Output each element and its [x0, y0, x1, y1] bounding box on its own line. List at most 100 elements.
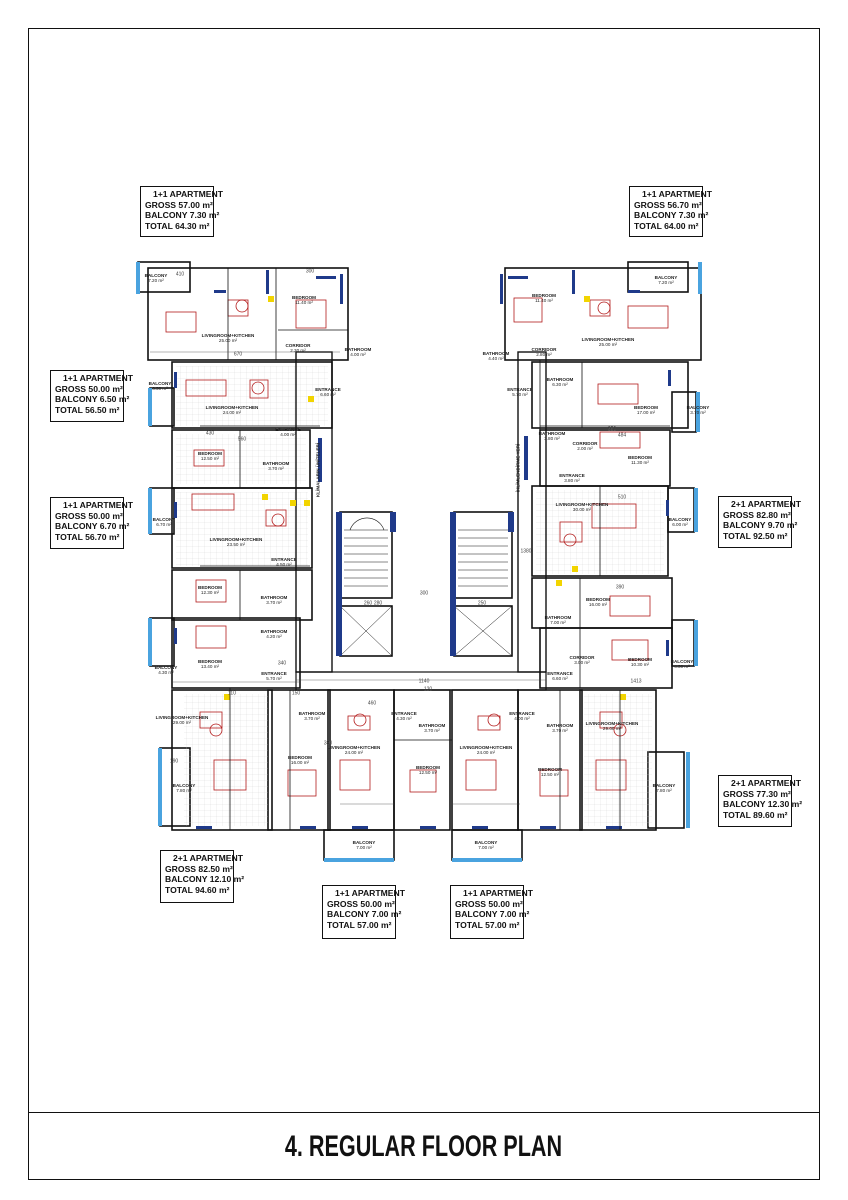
room-name: BALCONY: [148, 381, 172, 386]
window-bar: [524, 436, 528, 480]
dimension-label: 300: [419, 590, 429, 597]
window-bar: [508, 512, 514, 532]
dining-table: [563, 533, 577, 547]
apartment-wall: [147, 267, 349, 361]
room-area: 25.00 m²: [598, 342, 618, 347]
furniture: [339, 759, 371, 791]
dimension-label: 510: [617, 494, 627, 501]
room-name: ENTRANCE: [275, 427, 301, 432]
room-area: 7.80 m²: [176, 788, 192, 793]
room-area: 24.00 m²: [222, 410, 242, 415]
room-name: BEDROOM: [198, 585, 222, 590]
balcony-glass: [148, 488, 152, 534]
room-name: BEDROOM: [586, 597, 610, 602]
dimension-label: 410: [175, 271, 185, 278]
fixture: [290, 500, 296, 506]
room-area: 6.50 m²: [152, 386, 168, 391]
window: [540, 826, 556, 829]
dining-table: [487, 713, 501, 727]
shaft-label: KLİMALARIN ÜNİTELERİ: [315, 442, 321, 498]
room-name: BALCONY: [668, 517, 692, 522]
apartment-wall: [531, 361, 689, 429]
apartment-type: 2+1 APARTMENT: [173, 853, 243, 863]
apartment-info-sw: 2+1 APARTMENT GROSS 82.50 m² BALCONY 12.…: [160, 850, 245, 903]
balcony-glass: [324, 858, 394, 862]
window: [316, 276, 336, 279]
furniture: [287, 769, 317, 797]
apartment-info-s-left: 1+1 APARTMENT GROSS 50.00 m² BALCONY 7.0…: [322, 885, 405, 939]
balcony-glass: [696, 392, 700, 432]
room-name: BEDROOM: [288, 755, 312, 760]
dimension-label: 110: [228, 690, 236, 697]
apartment-total: TOTAL 94.60 m²: [165, 884, 230, 895]
room-area: 4.00 m²: [280, 432, 296, 437]
room-area: 3.70 m²: [690, 410, 706, 415]
room-area: 29.00 m²: [172, 720, 192, 725]
fixture: [224, 694, 230, 700]
dining-table: [271, 513, 285, 527]
room-name: CORRIDOR: [531, 347, 557, 352]
apartment-wall: [504, 267, 702, 361]
window: [472, 826, 488, 829]
furniture: [295, 299, 327, 329]
room-area: 7.00 m²: [478, 845, 494, 850]
dining-table: [353, 713, 367, 727]
room-name: BALCONY: [654, 275, 678, 280]
room-area: 7.80 m²: [656, 788, 672, 793]
room-area: 2.80 m²: [536, 352, 552, 357]
window: [628, 290, 640, 293]
dimension-label: 280: [373, 600, 383, 607]
apartment-gross: GROSS 77.30 m²: [723, 788, 791, 799]
elevator-cross: [453, 605, 513, 657]
apartment-gross: GROSS 50.00 m²: [55, 510, 123, 521]
apartment-type: 2+1 APARTMENT: [731, 778, 801, 788]
room-name: BATHROOM: [544, 615, 572, 620]
room-area: 17.00 m²: [636, 410, 656, 415]
dimension-label: 460: [367, 700, 377, 707]
room-area: 4.00 m²: [350, 352, 366, 357]
room-name: ENTRANCE: [391, 711, 417, 716]
dimension-label: 190: [169, 758, 179, 765]
apartment-type: 1+1 APARTMENT: [463, 888, 533, 898]
room-name: CORRIDOR: [569, 655, 595, 660]
room-name: BALCONY: [352, 840, 376, 845]
balcony-glass: [694, 488, 698, 532]
drawing-frame: [28, 28, 820, 1180]
room-area: 12.50 m²: [540, 772, 560, 777]
window: [300, 826, 316, 829]
floor-tile: [176, 434, 306, 484]
furniture: [249, 379, 269, 399]
dimension-label: 390: [615, 584, 625, 591]
room-name: BALCONY: [686, 405, 710, 410]
room-area: 3.70 m²: [266, 600, 282, 605]
apartment-balcony: BALCONY 12.10 m²: [165, 874, 245, 885]
apartment-gross: GROSS 82.50 m²: [165, 863, 233, 874]
room-area: 6.70 m²: [156, 522, 172, 527]
balcony-glass: [158, 748, 162, 826]
window: [174, 502, 177, 518]
room-area: 4.20 m²: [266, 634, 282, 639]
room-area: 7.20 m²: [148, 278, 164, 283]
corridor-wall: [295, 671, 547, 691]
window: [668, 370, 671, 386]
apartment-info-w-upper: 1+1 APARTMENT GROSS 50.00 m² BALCONY 6.5…: [50, 370, 133, 422]
